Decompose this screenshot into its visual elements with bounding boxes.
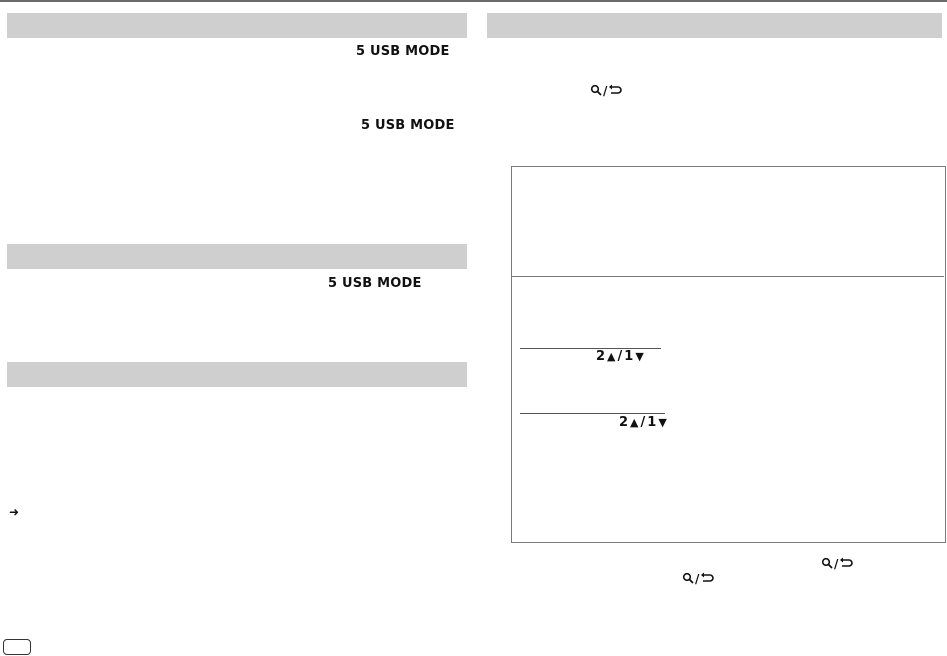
arrow-right-icon: ➜ <box>9 505 20 519</box>
search-icon <box>682 569 694 588</box>
info-box <box>511 166 946 543</box>
slash-label: / <box>603 83 608 98</box>
search-back-button: / <box>590 81 623 100</box>
usb-mode-button-label: 5 USB MODE <box>361 118 455 133</box>
section-bar-left-1 <box>7 13 467 38</box>
section-bar-right-1 <box>487 13 942 38</box>
up-down-buttons: 2 ▲ / 1 ▼ <box>596 349 644 364</box>
triangle-down-icon: ▼ <box>658 416 667 429</box>
info-box-divider <box>512 276 944 277</box>
triangle-up-icon: ▲ <box>607 350 616 363</box>
up-down-buttons: 2 ▲ / 1 ▼ <box>619 415 667 430</box>
slash-label: / <box>695 571 700 586</box>
top-rule <box>0 0 947 2</box>
search-back-button: / <box>821 554 854 573</box>
usb-mode-button-label: 5 USB MODE <box>328 276 422 291</box>
back-arrow-icon <box>700 569 715 588</box>
section-bar-left-3 <box>7 362 467 387</box>
slash-label: / <box>834 556 839 571</box>
search-icon <box>821 554 833 573</box>
page-number-box <box>3 639 31 655</box>
search-back-button: / <box>682 569 715 588</box>
triangle-up-icon: ▲ <box>630 416 639 429</box>
back-arrow-icon <box>608 81 623 100</box>
back-arrow-icon <box>839 554 854 573</box>
underline <box>520 348 661 349</box>
triangle-down-icon: ▼ <box>635 350 644 363</box>
section-bar-left-2 <box>7 244 467 269</box>
usb-mode-button-label: 5 USB MODE <box>356 44 450 59</box>
underline <box>520 413 665 414</box>
search-icon <box>590 81 602 100</box>
